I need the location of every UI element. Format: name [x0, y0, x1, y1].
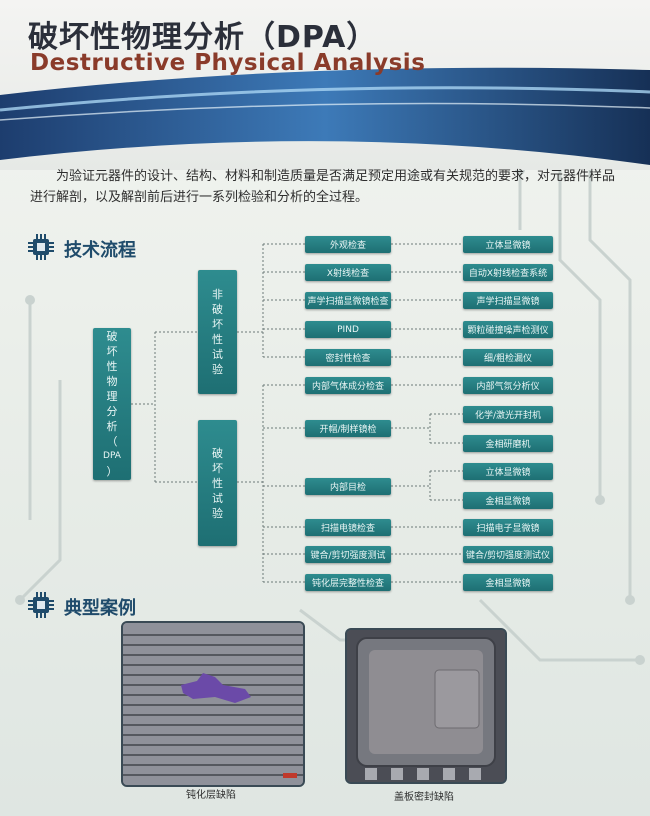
page-subtitle: Destructive Physical Analysis	[30, 50, 426, 76]
equipment-node: 化学/激光开封机	[463, 406, 553, 423]
test-node: 钝化层完整性检查	[305, 574, 391, 591]
equipment-node: 立体显微镜	[463, 463, 553, 480]
test-node: 外观检查	[305, 236, 391, 253]
equipment-node: 内部气氛分析仪	[463, 377, 553, 394]
equipment-node: 扫描电子显微镜	[463, 519, 553, 536]
branch-nondestructive-test: 非破坏性试验	[198, 270, 237, 394]
test-node: 开帽/制样镜检	[305, 420, 391, 437]
equipment-node: 颗粒碰撞噪声检测仪	[463, 321, 553, 338]
case-label-passivation: 钝化层缺陷	[186, 790, 236, 801]
equipment-node: 细/粗检漏仪	[463, 349, 553, 366]
equipment-node: 金相研磨机	[463, 435, 553, 452]
equipment-node: 声学扫描显微镜	[463, 292, 553, 309]
section-title-cases: 典型案例	[64, 598, 136, 619]
chip-icon	[28, 234, 54, 260]
case-label-lid-seal: 盖板密封缺陷	[394, 792, 454, 803]
header-banner	[0, 0, 650, 170]
test-node: 内部目检	[305, 478, 391, 495]
test-node: 密封性检查	[305, 349, 391, 366]
test-node: 扫描电镜检查	[305, 519, 391, 536]
page-title: 破坏性物理分析（DPA）	[28, 20, 378, 55]
test-node: 键合/剪切强度测试	[305, 546, 391, 563]
case-image-lid-seal	[345, 628, 507, 784]
equipment-node: 金相显微镜	[463, 492, 553, 509]
equipment-node: 立体显微镜	[463, 236, 553, 253]
case-image-passivation	[121, 621, 305, 787]
test-node: 内部气体成分检查	[305, 377, 391, 394]
test-node: 声学扫描显微镜检查	[305, 292, 391, 309]
equipment-node: 自动X射线检查系统	[463, 264, 553, 281]
lid-seal-photo	[347, 630, 505, 782]
passivation-micrograph	[123, 623, 303, 785]
chip-icon	[28, 592, 54, 618]
test-node: PIND	[305, 321, 391, 338]
equipment-node: 金相显微镜	[463, 574, 553, 591]
test-node: X射线检查	[305, 264, 391, 281]
branch-destructive-test: 破坏性试验	[198, 420, 237, 546]
equipment-node: 键合/剪切强度测试仪	[463, 546, 553, 563]
root-node-dpa: 破坏性物理分析（DPA）	[93, 328, 131, 480]
intro-text: 为验证元器件的设计、结构、材料和制造质量是否满足预定用途或有关规范的要求，对元器…	[30, 169, 616, 205]
section-title-process: 技术流程	[64, 240, 136, 261]
